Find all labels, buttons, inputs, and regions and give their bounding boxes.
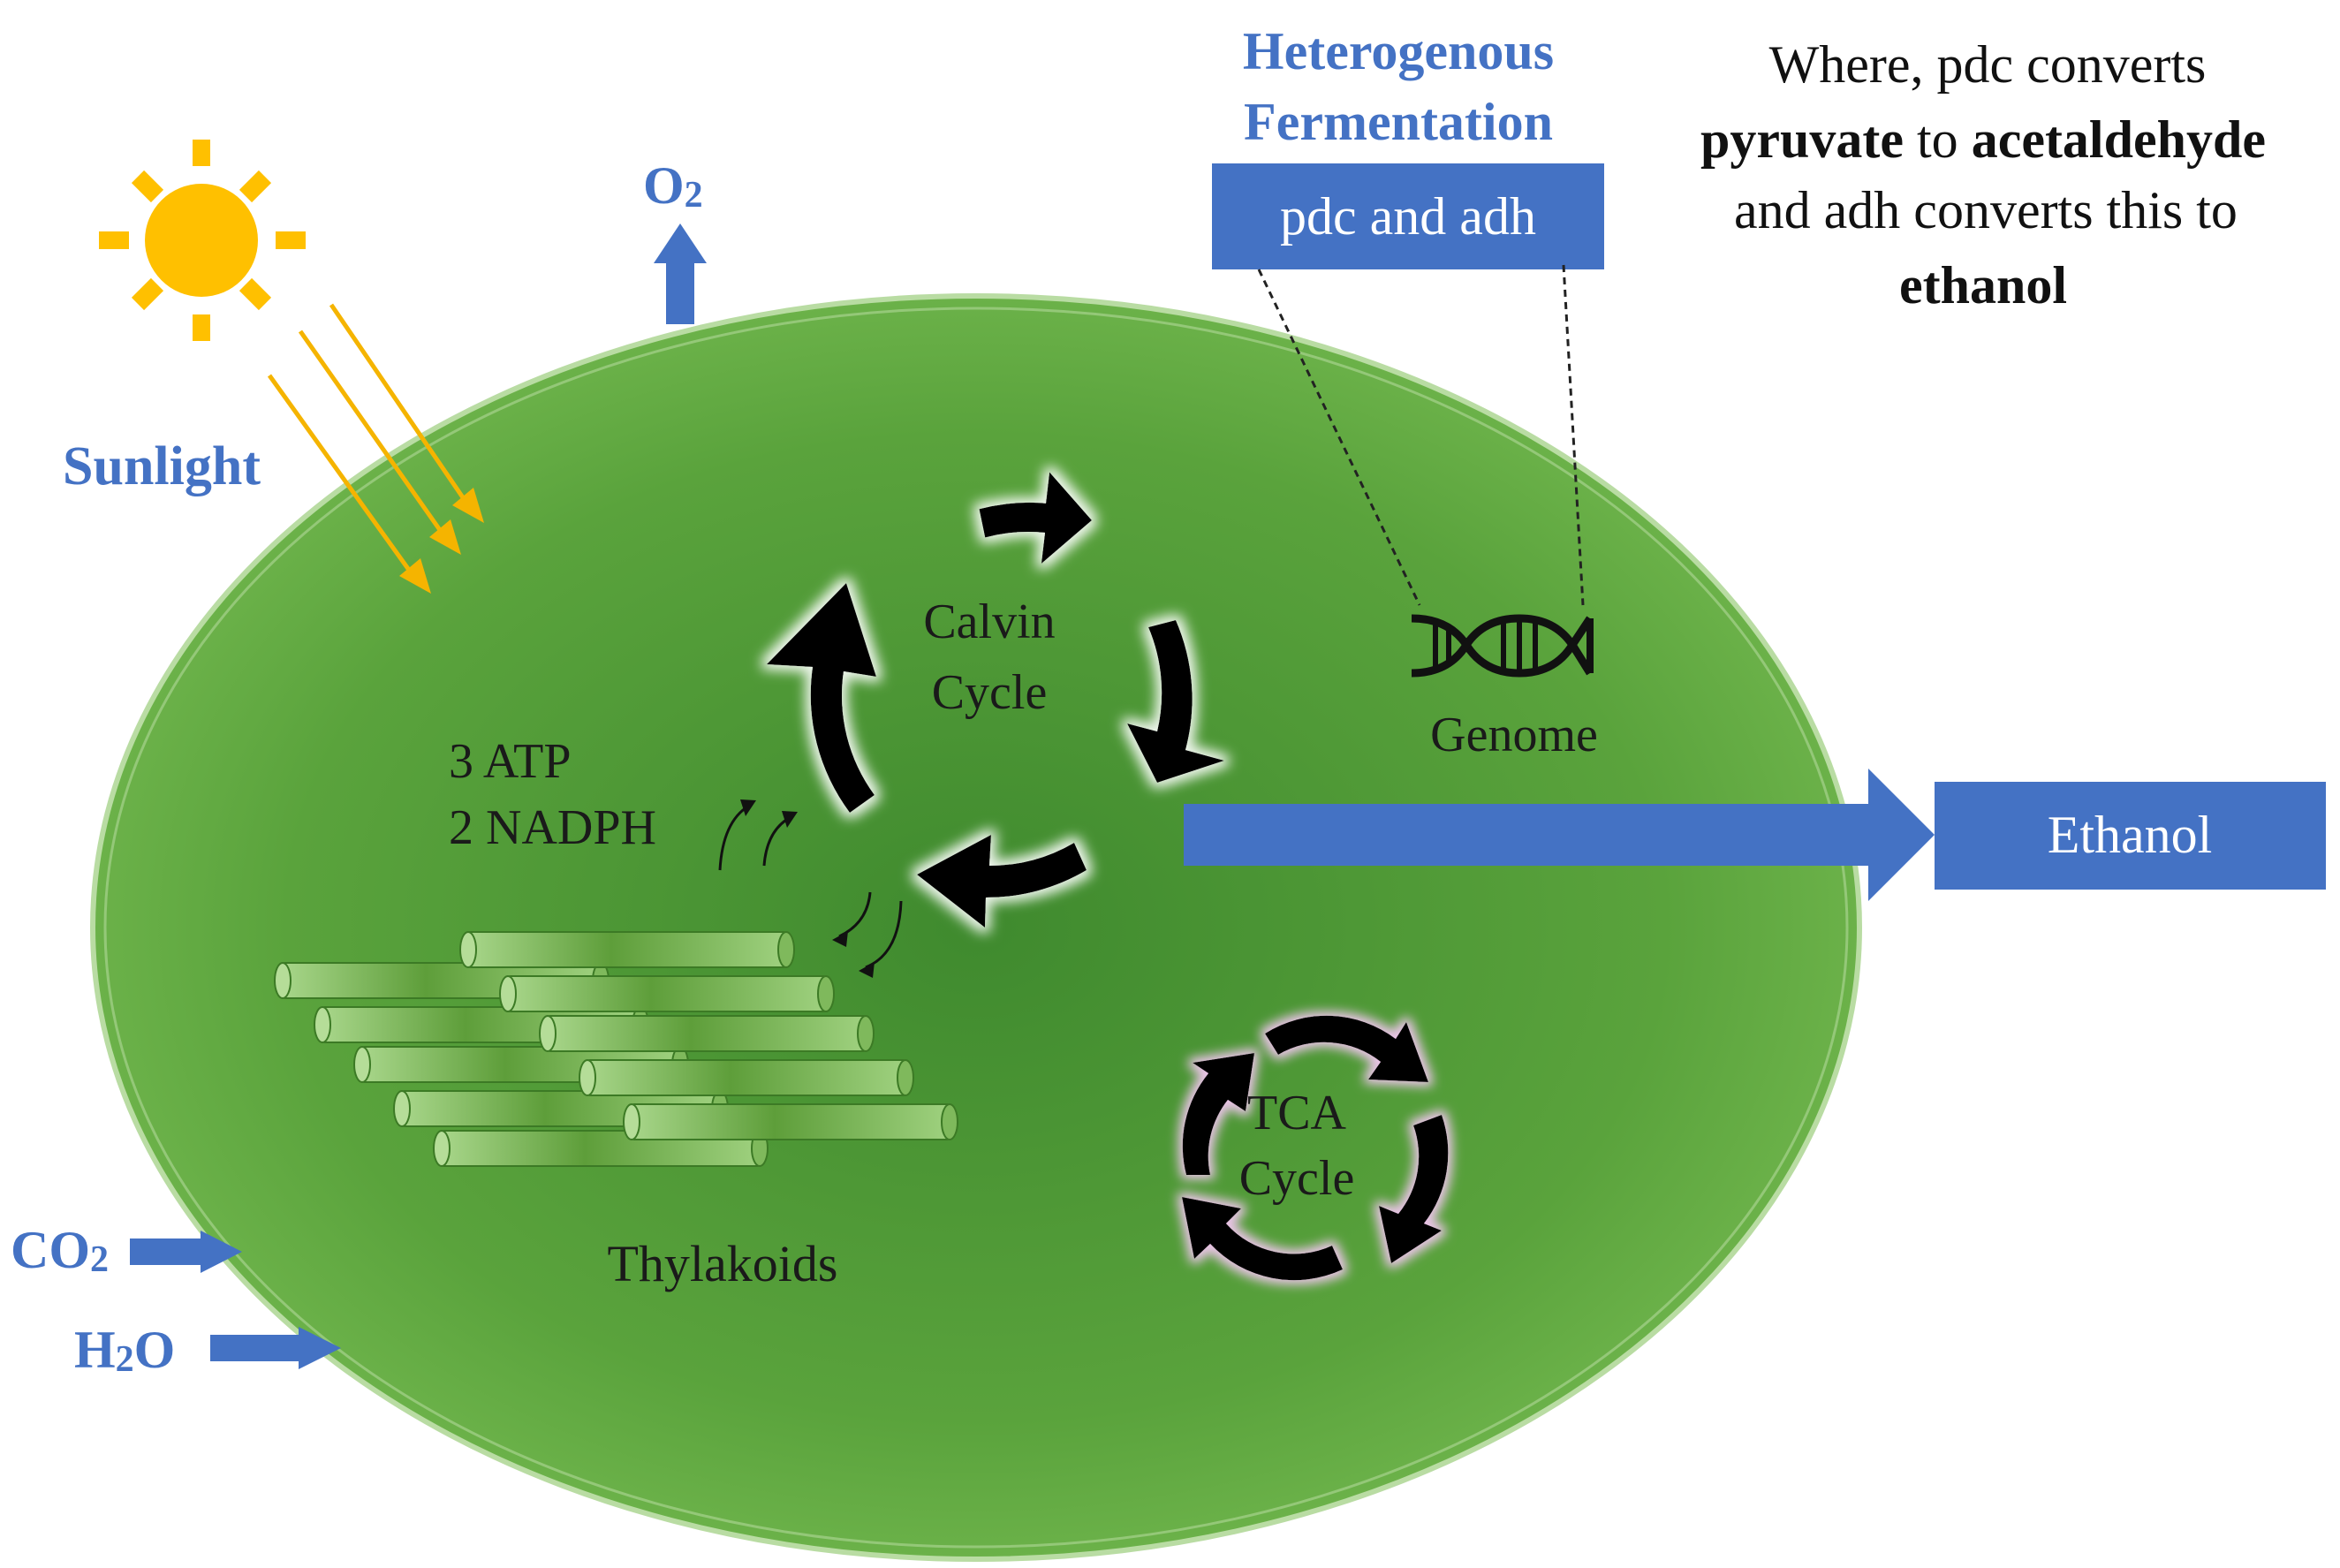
sun-icon: [99, 140, 306, 341]
o2-arrow: [654, 223, 707, 324]
energy-transfer-arrowheads: [740, 799, 875, 978]
co2-label: CO2: [11, 1221, 109, 1280]
thylakoids-label: Thylakoids: [608, 1235, 838, 1292]
genome-label: Genome: [1430, 708, 1598, 762]
light-ray-arrows: [267, 303, 484, 594]
ethanol-arrow: [1184, 769, 1935, 901]
heterogenous-fermentation-title-line2: Fermentation: [1244, 93, 1553, 151]
svg-text:ethanol: ethanol: [1899, 256, 2067, 314]
enzymes-box: [1212, 163, 1604, 269]
heterogenous-fermentation-title-line1: Heterogenous: [1243, 22, 1554, 80]
svg-text:and adh converts this to: and adh converts this to: [1734, 181, 2238, 239]
pdc-adh-note: Where, pdc converts pyruvate to acetalde…: [1700, 35, 2266, 314]
calvin-cycle-label-line2: Cycle: [932, 665, 1048, 720]
h2o-label: H2O: [74, 1321, 175, 1380]
atp-label: 3 ATP: [449, 734, 572, 789]
svg-text:Where, pdc converts: Where, pdc converts: [1769, 35, 2207, 94]
sunlight-label: Sunlight: [63, 436, 261, 496]
calvin-cycle-label-line1: Calvin: [923, 595, 1055, 649]
tca-cycle-label-line1: TCA: [1247, 1086, 1347, 1140]
nadph-label: 2 NADPH: [449, 800, 656, 855]
tca-cycle-label-line2: Cycle: [1239, 1151, 1355, 1206]
calvin-cycle-arrows: [767, 472, 1224, 928]
tca-cycle-arrows: [1182, 1015, 1449, 1281]
cell-body: [90, 293, 1862, 1562]
o2-label: O2: [643, 156, 703, 216]
h2o-arrow: [210, 1327, 341, 1369]
co2-arrow: [130, 1231, 242, 1273]
dna-icon: [1411, 614, 1594, 678]
ethanol-box: [1935, 782, 2326, 890]
genome-connector-lines: [1257, 264, 1585, 606]
svg-text:pyruvate to acetaldehyde: pyruvate to acetaldehyde: [1700, 110, 2266, 169]
ethanol-label: Ethanol: [2048, 806, 2213, 864]
enzymes-label: pdc and adh: [1280, 187, 1536, 246]
